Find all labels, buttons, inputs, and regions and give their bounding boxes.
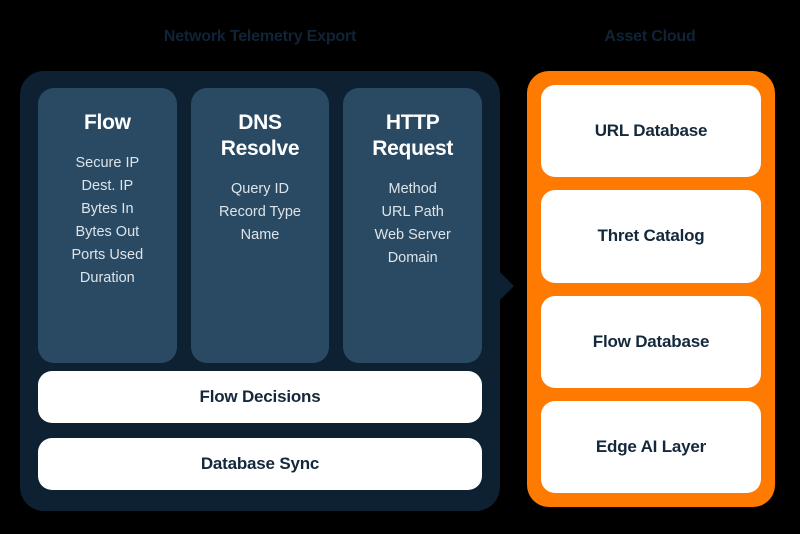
flow-arrow-icon [498,270,514,302]
asset-item-flow-database[interactable]: Flow Database [541,295,761,388]
column-heading-line: Request [372,137,454,160]
asset-cloud-panel: URL Database Thret Catalog Flow Database… [527,71,775,507]
column-heading-line: Resolve [220,137,300,160]
column-field: Query ID [231,181,290,197]
column-field: Secure IP [75,155,140,171]
column-field: Ports Used [71,247,144,263]
column-heading: DNS Resolve [199,110,322,162]
page-title-asset-cloud: Asset Cloud [604,28,696,45]
column-field: Bytes Out [75,224,140,240]
column-field: Dest. IP [81,178,134,194]
column-field: Domain [387,250,438,266]
column-field: Record Type [219,204,301,220]
telemetry-column-http-request[interactable]: HTTP Request Method URL Path Web Server … [343,88,483,363]
column-heading-line: HTTP [385,111,440,134]
column-field: Name [240,227,280,243]
column-field: Duration [79,270,135,286]
telemetry-column-dns-resolve[interactable]: DNS Resolve Query ID Record Type Name [190,88,330,363]
telemetry-bars: Flow Decisions Database Sync [38,371,482,490]
network-telemetry-export-panel: Flow Secure IP Dest. IP Bytes In Bytes O… [20,71,500,511]
column-field: URL Path [381,204,444,220]
column-heading-line: DNS [238,111,282,134]
telemetry-columns: Flow Secure IP Dest. IP Bytes In Bytes O… [38,88,483,363]
bar-flow-decisions[interactable]: Flow Decisions [38,371,482,423]
asset-item-thret-catalog[interactable]: Thret Catalog [541,190,761,283]
asset-item-url-database[interactable]: URL Database [541,85,761,178]
column-heading-line: Flow [84,111,131,134]
bar-database-sync[interactable]: Database Sync [38,438,482,490]
page-title-network-telemetry-export: Network Telemetry Export [163,28,357,45]
column-heading: Flow [46,110,169,136]
asset-item-edge-ai-layer[interactable]: Edge AI Layer [541,400,761,493]
column-field: Bytes In [81,201,134,217]
column-field: Method [388,181,437,197]
telemetry-column-flow[interactable]: Flow Secure IP Dest. IP Bytes In Bytes O… [38,88,177,363]
column-heading: HTTP Request [351,110,474,162]
column-field: Web Server [374,227,451,243]
